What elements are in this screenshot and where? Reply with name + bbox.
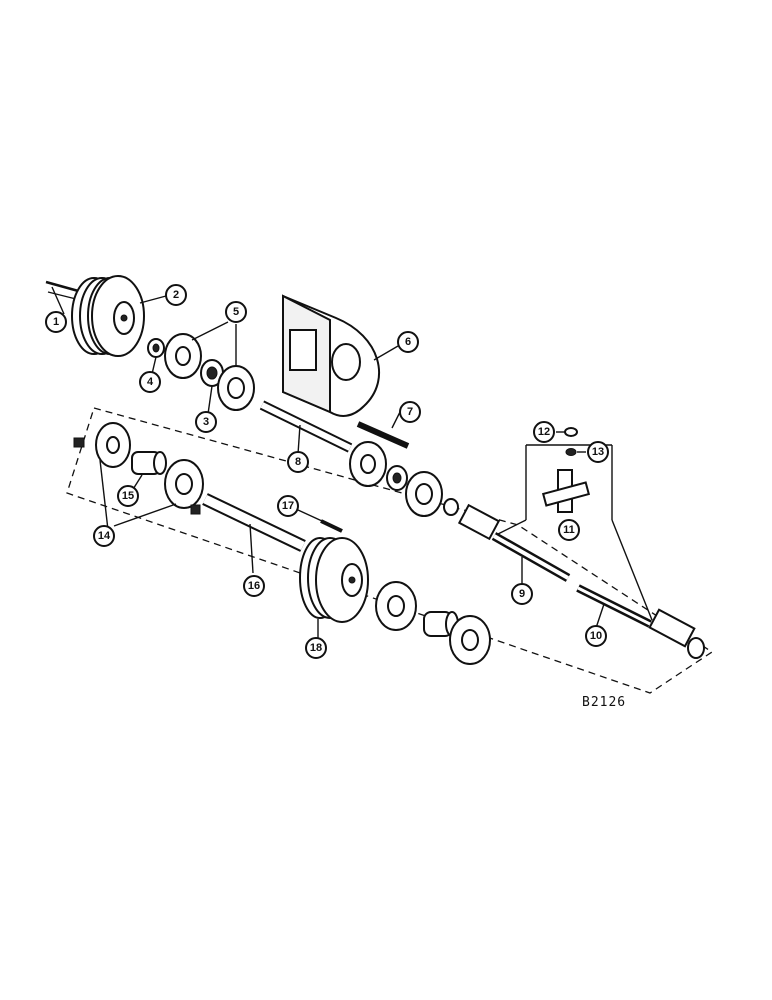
svg-text:18: 18	[310, 642, 322, 654]
part-bearing-3	[200, 359, 224, 387]
part-shaft-10	[576, 584, 705, 659]
leader-lines	[51, 286, 653, 640]
part-flange-5a	[164, 333, 202, 379]
callout-4: 4	[139, 371, 161, 393]
svg-text:11: 11	[563, 524, 575, 536]
callout-17: 17	[277, 495, 299, 517]
svg-text:7: 7	[407, 406, 413, 418]
svg-text:8: 8	[295, 456, 301, 468]
part-telescoping-shaft-9	[457, 503, 571, 582]
svg-text:10: 10	[590, 630, 602, 642]
svg-text:17: 17	[282, 500, 294, 512]
callout-2: 2	[165, 284, 187, 306]
part-seal-13	[565, 448, 577, 456]
part-rod-7	[356, 421, 410, 449]
callout-18: 18	[305, 637, 327, 659]
part-lower-flange-a	[375, 581, 417, 631]
part-collar-4	[147, 338, 165, 358]
svg-text:2: 2	[173, 289, 179, 301]
part-lower-bearing	[423, 611, 459, 637]
part-bolt-small	[73, 437, 85, 448]
svg-text:13: 13	[592, 446, 604, 458]
callout-13: 13	[587, 441, 609, 463]
svg-text:15: 15	[122, 490, 134, 502]
part-clip-12	[564, 427, 578, 437]
callout-6: 6	[397, 331, 419, 353]
part-pulley-2	[71, 275, 145, 357]
dashed-group-outline	[66, 407, 714, 694]
callout-3: 3	[195, 411, 217, 433]
part-bearing-15	[131, 451, 167, 475]
svg-text:5: 5	[233, 306, 239, 318]
part-center-flange-b	[405, 471, 443, 517]
part-shaft-16	[202, 493, 306, 552]
svg-text:4: 4	[147, 376, 154, 388]
part-flange-14a	[95, 422, 131, 468]
svg-text:3: 3	[203, 416, 209, 428]
callout-14: 14	[93, 525, 115, 547]
part-key-17	[320, 519, 343, 533]
part-guard-6	[282, 294, 380, 417]
svg-text:6: 6	[405, 336, 411, 348]
callout-5: 5	[225, 301, 247, 323]
callout-7: 7	[399, 401, 421, 423]
part-pulley-18	[299, 537, 369, 623]
figure-reference-code: B2126	[582, 695, 626, 710]
svg-text:16: 16	[248, 580, 260, 592]
callout-15: 15	[117, 485, 139, 507]
part-bolt-small-b	[190, 504, 201, 515]
callout-10: 10	[585, 625, 607, 647]
callout-11: 11	[558, 519, 580, 541]
callout-8: 8	[287, 451, 309, 473]
part-small-collar	[443, 498, 459, 516]
part-flange-14b	[164, 459, 204, 509]
svg-text:14: 14	[98, 530, 111, 542]
part-flange-5b	[217, 365, 255, 411]
callout-12: 12	[533, 421, 555, 443]
callout-1: 1	[45, 311, 67, 333]
callout-16: 16	[243, 575, 265, 597]
svg-text:9: 9	[519, 588, 525, 600]
callout-9: 9	[511, 583, 533, 605]
part-center-flange-a	[349, 441, 387, 487]
svg-text:1: 1	[53, 316, 59, 328]
part-lower-flange-b	[449, 615, 491, 665]
part-shaft-8	[259, 400, 353, 453]
part-fitting-assembly-11	[525, 444, 613, 520]
svg-text:12: 12	[538, 426, 550, 438]
part-center-bearing	[386, 465, 408, 491]
